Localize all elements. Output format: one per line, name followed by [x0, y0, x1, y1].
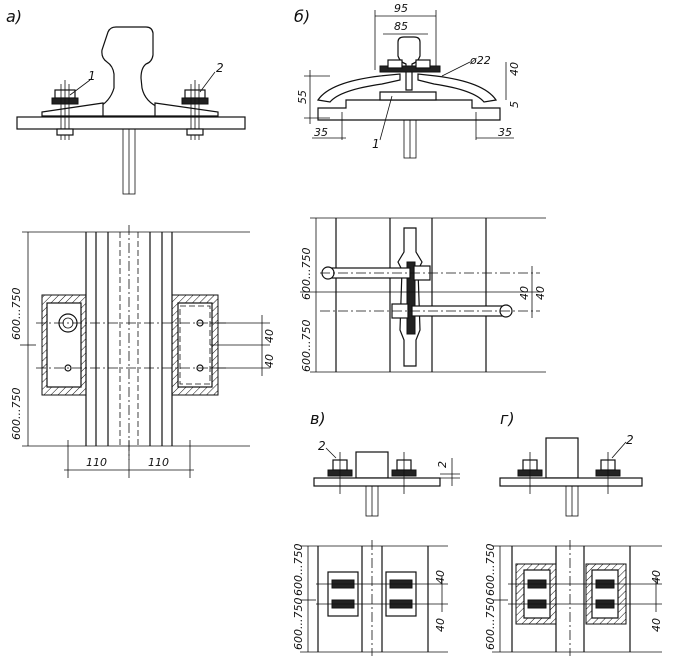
rail-head-b: [397, 36, 421, 91]
dim-85: 85: [394, 20, 408, 33]
plate-v-left: [327, 571, 359, 617]
panel-b-section: б) 95 85 55 40 5 ø22 35 35: [294, 2, 521, 159]
panel-g-label: г): [500, 409, 515, 428]
callout-1: 1: [88, 69, 96, 83]
panel-b-label: б): [294, 7, 310, 26]
dim-55: 55: [296, 90, 309, 104]
right-clamp: [154, 102, 219, 117]
panel-g: г) 2 600...750 600...750: [484, 409, 663, 656]
dim-40-v-a: 40: [434, 570, 447, 584]
callout-1-b: 1: [372, 137, 380, 151]
panel-a-section: а) 1 2: [6, 7, 246, 195]
dim-35-left: 35: [314, 126, 328, 139]
base-b: [317, 99, 501, 121]
callout-2-g: 2: [626, 433, 634, 447]
base-plate: [16, 116, 246, 130]
base-plate-v: [313, 477, 441, 487]
dim-95: 95: [394, 2, 408, 15]
base-plate-g: [499, 477, 643, 487]
dim-40-g-a: 40: [650, 570, 663, 584]
dim-spacing-lower: 600...750: [10, 388, 23, 440]
dim-spacing-v-upper: 600...750: [292, 544, 305, 596]
rail-v: [355, 451, 389, 479]
dim-40-upper: 40: [263, 329, 276, 343]
callout-2: 2: [216, 61, 224, 75]
dim-dia22: ø22: [469, 54, 491, 67]
left-clamp: [41, 102, 104, 117]
callout-2-v: 2: [318, 439, 326, 453]
dim-40-lower: 40: [263, 354, 276, 368]
panel-v: в) 2 2 600...750 60: [292, 409, 460, 656]
dim-110-left: 110: [86, 456, 107, 469]
dim-spacing-b-lower: 600...750: [300, 320, 313, 372]
dim-40-b-top: 40: [508, 62, 521, 76]
dim-spacing-g-upper: 600...750: [484, 544, 497, 596]
dim-spacing-upper: 600...750: [10, 288, 23, 340]
clamp-right-b: [417, 73, 498, 103]
dim-spacing-b-upper: 600...750: [300, 248, 313, 300]
plate-v-right: [385, 571, 417, 617]
dim-40-b-a: 40: [518, 286, 531, 300]
dim-5: 5: [508, 101, 521, 108]
panel-a-label: а): [6, 7, 22, 26]
dim-40-b-b: 40: [534, 286, 547, 300]
dim-35-right: 35: [498, 126, 512, 139]
panel-v-label: в): [310, 409, 326, 428]
dim-40-v-b: 40: [434, 618, 447, 632]
dim-gap-2: 2: [436, 461, 449, 468]
rail-g: [545, 437, 579, 479]
panel-b-plan: 600...750 600...750 40 40: [300, 217, 547, 373]
dim-110-right: 110: [148, 456, 169, 469]
rail-profile: [96, 26, 161, 117]
clamp-left-b: [316, 73, 401, 103]
dim-spacing-g-lower: 600...750: [484, 598, 497, 650]
dim-spacing-v-lower: 600...750: [292, 598, 305, 650]
dim-40-g-b: 40: [650, 618, 663, 632]
panel-a-plan: 110 110 600...750 600...750 40 40: [10, 225, 276, 478]
